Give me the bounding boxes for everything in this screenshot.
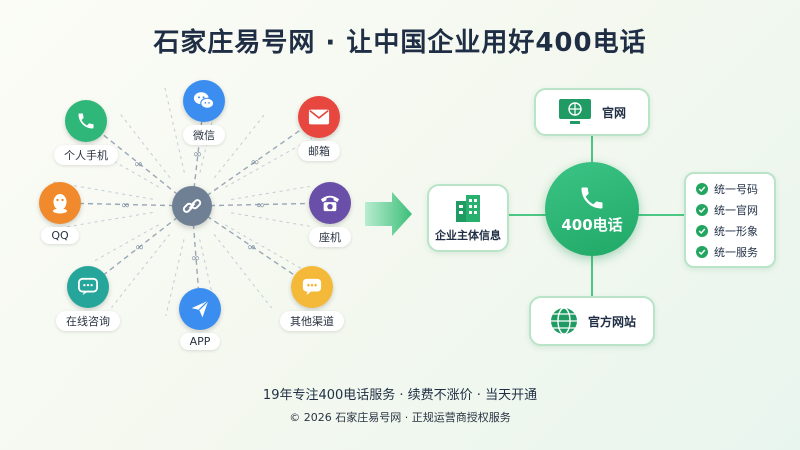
node-label: 企业主体信息 [435,229,501,242]
link-mark-icon: ∞ [135,241,144,254]
landline-phone-icon [309,182,351,224]
wechat-icon [183,80,225,122]
decorative-ray [118,112,171,178]
feature-item: 统一形象 [696,220,774,241]
channel-label: 微信 [183,125,225,145]
feature-label: 统一号码 [714,182,758,196]
decorative-ray [62,212,153,228]
paper-plane-icon [179,288,221,330]
phone-icon [581,187,603,208]
channel-landline: 座机 [290,182,370,247]
chat-bubble-icon [67,266,109,308]
channel-label: 个人手机 [54,145,118,165]
center-400-phone: 400电话 [545,162,639,256]
channel-wechat: 微信 [164,80,244,145]
node-label: 官网 [601,105,626,120]
decorative-ray [225,137,313,188]
channel-other: 其他渠道 [272,266,352,331]
mail-icon [298,96,340,138]
tagline: 19年专注400电话服务 · 续费不涨价 · 当天开通 [262,388,538,403]
spoke-line [85,120,193,207]
link-icon [182,199,202,213]
decorative-ray [91,224,159,263]
channel-label: 在线咨询 [56,311,120,331]
copyright: © 2026 石家庄易号网 · 正规运营商授权服务 [289,411,511,424]
center-label: 400电话 [561,215,623,234]
node-company-info: 企业主体信息 [427,184,509,252]
node-official-website-bottom: 官方网站 [529,296,655,346]
spoke-line [87,205,193,288]
decorative-ray [111,233,171,308]
link-mark-icon: ∞ [121,199,130,212]
check-icon [696,203,708,216]
building-icon [456,195,480,222]
link-mark-icon: ∞ [193,148,202,161]
monitor-icon [558,99,591,124]
decorative-ray [163,85,185,173]
spoke-line [59,202,193,207]
spoke-line [191,205,313,288]
feature-item: 统一官网 [696,199,774,220]
flow-arrow-icon [365,192,412,236]
feature-item: 统一号码 [696,178,774,199]
qq-icon [39,182,81,224]
check-icon [696,182,708,195]
link-mark-icon: ∞ [251,156,260,169]
feature-label: 统一形象 [714,224,758,238]
channel-label: APP [179,333,221,350]
phone-icon [65,100,107,142]
spoke-line [191,116,320,207]
link-mark-icon: ∞ [191,252,200,265]
feature-item: 统一服务 [696,241,774,262]
feature-list: 统一号码统一官网统一形象统一服务 [684,172,776,268]
message-dots-icon [291,266,333,308]
node-official-site-top: 官网 [534,88,650,136]
channel-qq: QQ [20,182,100,244]
channel-personal-phone: 个人手机 [46,100,126,165]
node-label: 官方网站 [587,314,636,329]
channel-label: 其他渠道 [280,311,344,331]
channel-email: 邮箱 [279,96,359,161]
link-mark-icon: ∞ [134,158,143,171]
decorative-ray [165,239,185,317]
channel-label: QQ [41,227,79,244]
feature-label: 统一官网 [714,203,758,217]
channel-app: APP [160,288,240,350]
link-mark-icon: ∞ [256,199,265,212]
channel-label: 邮箱 [298,141,340,161]
channel-label: 座机 [309,227,351,247]
page-title: 石家庄易号网 · 让中国企业用好400电话 [153,28,647,58]
check-icon [696,245,708,258]
decorative-ray [213,234,272,309]
channel-online-consult: 在线咨询 [48,266,128,331]
check-icon [696,224,708,237]
hub-link-node [172,186,212,226]
decorative-ray [224,224,302,270]
link-mark-icon: ∞ [247,241,256,254]
globe-icon [550,307,577,335]
feature-label: 统一服务 [714,245,758,259]
